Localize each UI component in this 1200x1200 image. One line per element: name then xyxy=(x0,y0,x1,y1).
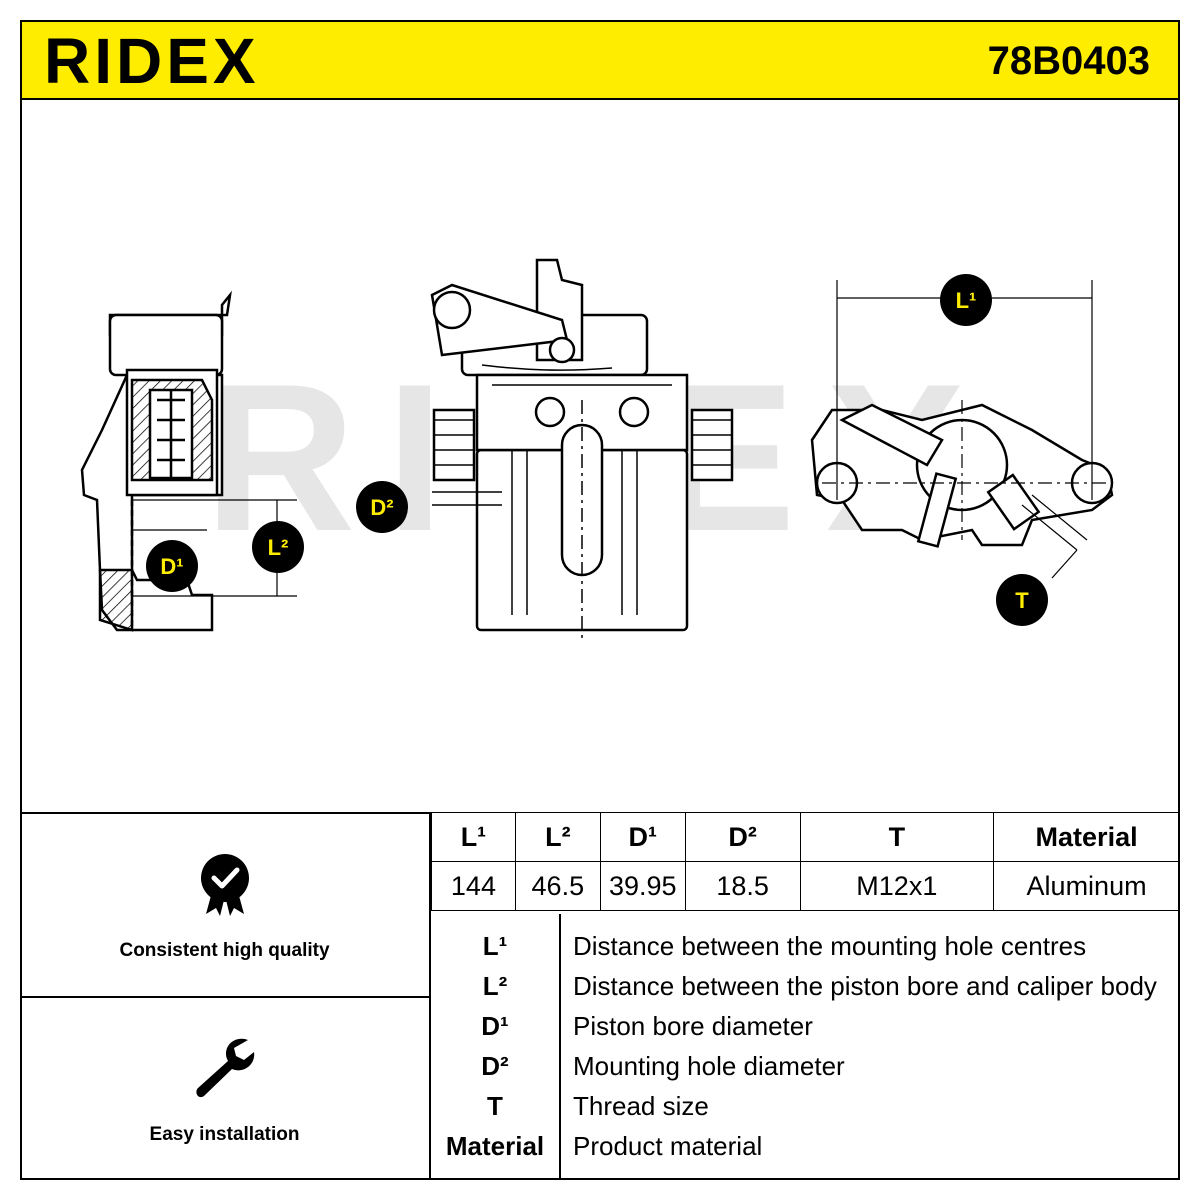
legend-symbol: Material xyxy=(445,1131,545,1161)
brand-logo: RIDEX xyxy=(44,25,260,97)
spec-table-value-row: 144 46.5 39.95 18.5 M12x1 Aluminum xyxy=(431,861,1180,911)
legend-description: Piston bore diameter xyxy=(573,1011,813,1041)
feature-quality-label: Consistent high quality xyxy=(119,940,330,961)
caliper-side-section xyxy=(80,290,232,632)
callout-d2: D² xyxy=(356,481,408,533)
spec-header: T xyxy=(799,812,995,862)
spec-header: L² xyxy=(514,812,601,862)
feature-quality: Consistent high quality xyxy=(20,814,429,998)
spec-value: 144 xyxy=(431,861,516,911)
callout-d2-label: D² xyxy=(370,495,393,520)
callout-l2-label: L² xyxy=(268,535,289,560)
legend-description: Distance between the mounting hole centr… xyxy=(573,931,1087,961)
spec-value: 46.5 xyxy=(514,861,601,911)
legend-description: Product material xyxy=(573,1131,763,1161)
legend-row: L² Distance between the piston bore and … xyxy=(431,966,1180,1006)
legend-row: D¹ Piston bore diameter xyxy=(431,1006,1180,1046)
legend-symbol: D¹ xyxy=(481,1011,509,1041)
front-view-details xyxy=(432,364,732,640)
legend-symbol: D² xyxy=(481,1051,509,1081)
legend-symbol: L² xyxy=(482,971,508,1001)
legend-row: L¹ Distance between the mounting hole ce… xyxy=(431,926,1180,966)
legend-description: Mounting hole diameter xyxy=(573,1051,845,1081)
legend-symbol: L¹ xyxy=(482,931,508,961)
features-panel: Consistent high quality Easy installatio… xyxy=(20,812,431,1180)
wrench-icon xyxy=(196,1038,255,1098)
part-number: 78B0403 xyxy=(987,39,1150,83)
legend-divider xyxy=(559,914,561,1180)
spec-header: L¹ xyxy=(431,812,516,862)
legend-row: D² Mounting hole diameter xyxy=(431,1046,1180,1086)
spec-value: 39.95 xyxy=(599,861,686,911)
spec-table-header-row: L¹ L² D¹ D² T Material xyxy=(431,812,1180,862)
spec-value: M12x1 xyxy=(799,861,995,911)
callout-l1: L¹ xyxy=(940,274,992,326)
legend-description: Distance between the piston bore and cal… xyxy=(573,971,1157,1001)
spec-value: 18.5 xyxy=(684,861,801,911)
callout-d1: D¹ xyxy=(146,540,198,592)
quality-badge-icon xyxy=(201,854,249,916)
spec-value: Aluminum xyxy=(993,861,1180,911)
spec-table: L¹ L² D¹ D² T Material 144 46.5 39.95 18… xyxy=(431,812,1180,911)
spec-header: Material xyxy=(993,812,1180,862)
callout-d1-label: D¹ xyxy=(160,554,183,579)
caliper-drawing: RIDEX L² D¹ xyxy=(80,258,1114,640)
legend-description: Thread size xyxy=(573,1091,709,1121)
spec-header: D² xyxy=(684,812,801,862)
feature-installation-label: Easy installation xyxy=(149,1124,300,1145)
callout-l1-label: L¹ xyxy=(956,288,977,313)
callout-t-label: T xyxy=(1015,588,1029,613)
legend-row: T Thread size xyxy=(431,1086,1180,1126)
legend: L¹ Distance between the mounting hole ce… xyxy=(431,914,1180,1180)
callout-t: T xyxy=(996,574,1048,626)
legend-symbol: T xyxy=(487,1091,503,1121)
legend-row: Material Product material xyxy=(431,1126,1180,1166)
feature-installation: Easy installation xyxy=(20,998,429,1180)
callout-l2: L² xyxy=(252,521,304,573)
spec-header: D¹ xyxy=(599,812,686,862)
header-bar: RIDEX 78B0403 xyxy=(20,20,1180,100)
